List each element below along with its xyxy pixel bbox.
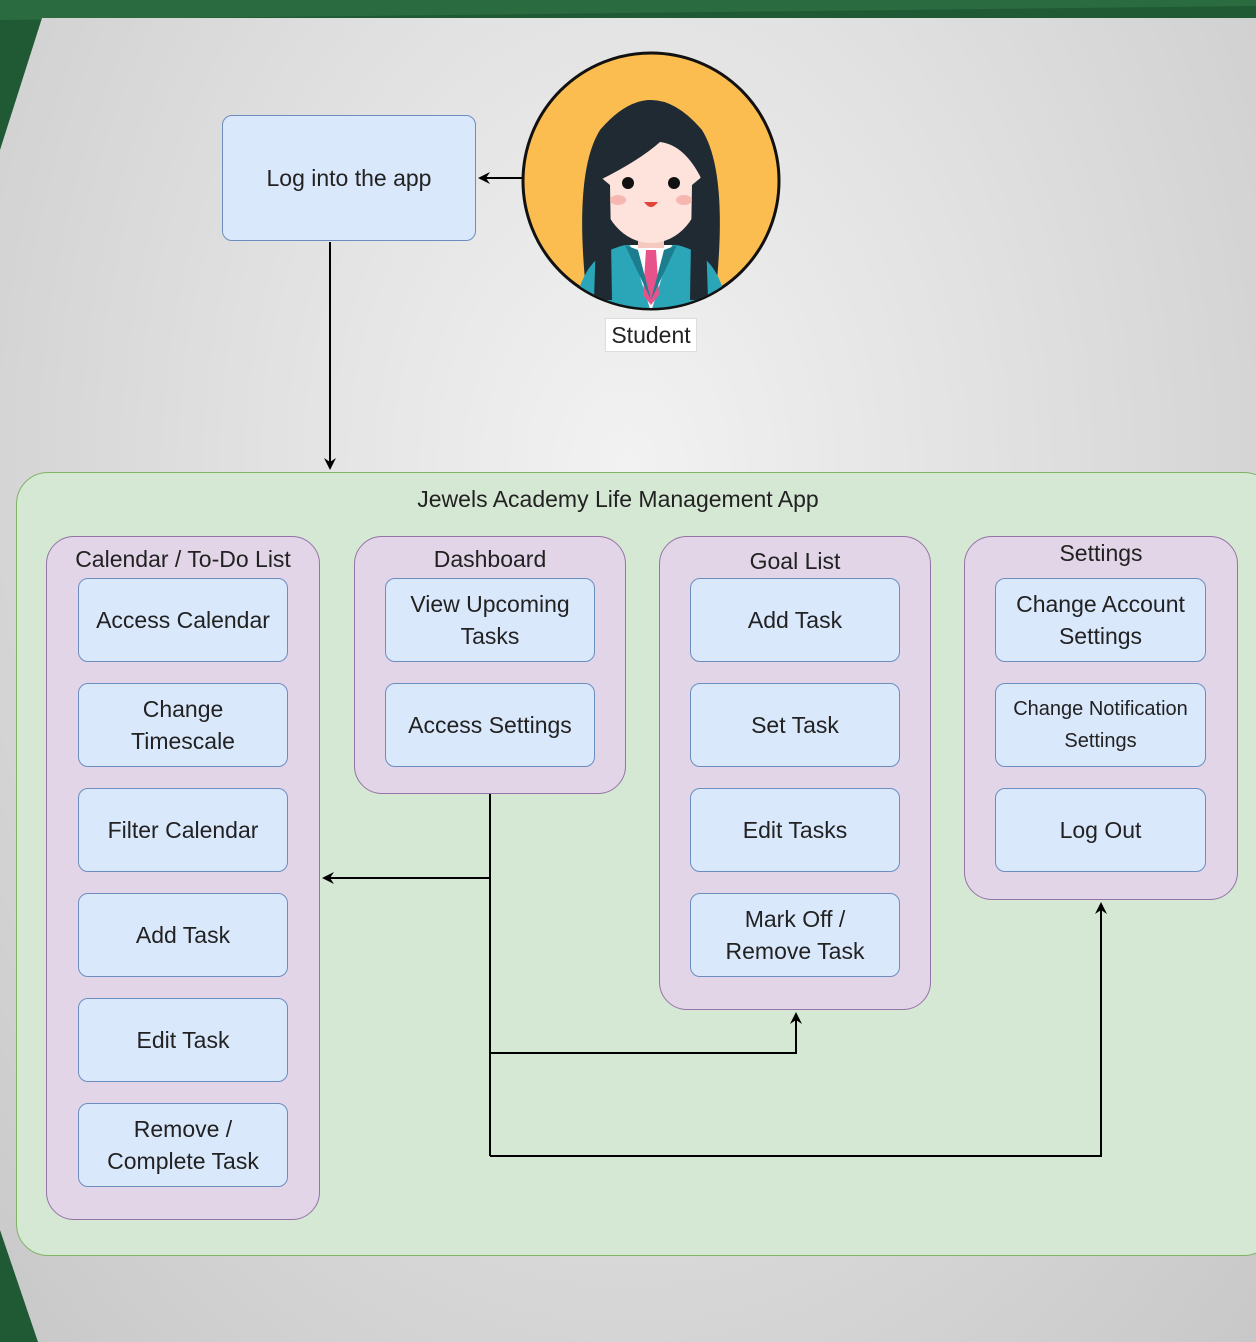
app-title: Jewels Academy Life Management App — [417, 486, 819, 512]
student-label: Student — [605, 318, 697, 352]
group-settings-title: Settings — [1059, 540, 1143, 566]
node-access-settings[interactable]: Access Settings — [385, 683, 595, 767]
node-calendar-edit-task[interactable]: Edit Task — [78, 998, 288, 1082]
student-avatar-icon — [521, 51, 781, 311]
node-change-account-settings[interactable]: Change Account Settings — [995, 578, 1206, 662]
login-node[interactable]: Log into the app — [222, 115, 476, 241]
node-access-calendar[interactable]: Access Calendar — [78, 578, 288, 662]
group-goal-list-title: Goal List — [749, 548, 841, 574]
node-calendar-add-task[interactable]: Add Task — [78, 893, 288, 977]
node-view-upcoming-tasks[interactable]: View Upcoming Tasks — [385, 578, 595, 662]
node-log-out[interactable]: Log Out — [995, 788, 1206, 872]
group-calendar-title: Calendar / To-Do List — [75, 546, 291, 572]
node-remove-complete-task[interactable]: Remove / Complete Task — [78, 1103, 288, 1187]
node-change-timescale[interactable]: Change Timescale — [78, 683, 288, 767]
edge-dashboard-to-settings — [490, 902, 1107, 1157]
edge-dashboard-to-goal-list — [490, 1012, 802, 1054]
node-goal-add-task[interactable]: Add Task — [690, 578, 900, 662]
node-mark-off-remove-task[interactable]: Mark Off / Remove Task — [690, 893, 900, 977]
node-edit-tasks[interactable]: Edit Tasks — [690, 788, 900, 872]
node-set-task[interactable]: Set Task — [690, 683, 900, 767]
group-dashboard-title: Dashboard — [433, 546, 547, 572]
node-change-notification-settings[interactable]: Change Notification Settings — [995, 683, 1206, 767]
node-filter-calendar[interactable]: Filter Calendar — [78, 788, 288, 872]
